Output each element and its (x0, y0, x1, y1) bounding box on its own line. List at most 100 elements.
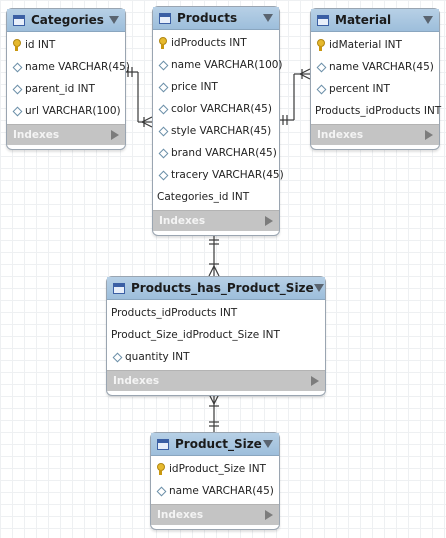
column-row[interactable]: idMaterial INT (311, 34, 439, 56)
column-diamond-icon (157, 125, 169, 137)
column-label: idProducts INT (171, 37, 247, 49)
column-label: style VARCHAR(45) (171, 125, 272, 137)
column-row[interactable]: Categories_id INT (153, 186, 279, 208)
column-label: idProduct_Size INT (169, 463, 266, 475)
column-label: name VARCHAR(100) (171, 59, 283, 71)
indexes-label: Indexes (159, 215, 206, 227)
column-label: name VARCHAR(45) (329, 61, 434, 73)
column-label: Product_Size_idProduct_Size INT (111, 329, 280, 341)
table-icon (13, 14, 25, 26)
table-header[interactable]: Material (311, 9, 439, 32)
collapse-arrow-icon[interactable] (109, 16, 119, 24)
indexes-label: Indexes (157, 509, 204, 521)
column-row[interactable]: tracery VARCHAR(45) (153, 164, 284, 186)
column-row[interactable]: name VARCHAR(45) (151, 480, 279, 502)
column-label: id INT (25, 39, 56, 51)
column-row[interactable]: parent_id INT (7, 78, 125, 100)
indexes-label: Indexes (13, 129, 60, 141)
table-products[interactable]: Products idProducts INT name VARCHAR(100)… (152, 6, 284, 236)
column-row[interactable]: style VARCHAR(45) (153, 120, 279, 142)
column-list: idProduct_Size INT name VARCHAR(45) (151, 456, 279, 504)
column-label: Products_idProducts INT (315, 105, 442, 117)
relationship-categories-products[interactable] (124, 67, 153, 128)
indexes-section[interactable]: Indexes (107, 370, 325, 391)
column-label: percent INT (329, 83, 390, 95)
collapse-arrow-icon[interactable] (423, 16, 433, 24)
relationship-productsize-junction[interactable] (208, 393, 220, 432)
column-row[interactable]: percent INT (311, 78, 439, 100)
column-label: parent_id INT (25, 83, 95, 95)
column-label: brand VARCHAR(45) (171, 147, 277, 159)
column-row[interactable]: name VARCHAR(45) (7, 56, 130, 78)
column-row[interactable]: price INT (153, 76, 279, 98)
primary-key-icon (155, 463, 167, 475)
primary-key-icon (157, 37, 169, 49)
column-row[interactable]: brand VARCHAR(45) (153, 142, 279, 164)
column-diamond-icon (157, 103, 169, 115)
column-row[interactable]: id INT (7, 34, 125, 56)
column-label: price INT (171, 81, 218, 93)
column-row[interactable]: name VARCHAR(45) (311, 56, 439, 78)
column-row[interactable]: Products_idProducts INT (107, 302, 325, 324)
column-diamond-icon (315, 83, 327, 95)
column-row[interactable]: idProducts INT (153, 32, 279, 54)
column-diamond-icon (157, 169, 169, 181)
table-icon (159, 12, 171, 24)
column-list: idProducts INT name VARCHAR(100) price INT… (153, 30, 284, 210)
collapse-arrow-icon[interactable] (263, 14, 273, 22)
table-header[interactable]: Categories (7, 9, 125, 32)
relationship-products-material[interactable] (278, 68, 311, 125)
collapse-arrow-icon[interactable] (313, 284, 324, 292)
column-label: color VARCHAR(45) (171, 103, 272, 115)
column-label: tracery VARCHAR(45) (171, 169, 284, 181)
column-list: idMaterial INT name VARCHAR(45) percent IN… (311, 32, 442, 124)
column-list: id INT name VARCHAR(45) parent_id INT url V… (7, 32, 130, 124)
column-diamond-icon (157, 81, 169, 93)
column-label: idMaterial INT (329, 39, 402, 51)
relationship-products-junction[interactable] (208, 234, 220, 277)
indexes-section[interactable]: Indexes (7, 124, 125, 145)
expand-arrow-icon[interactable] (425, 130, 433, 140)
column-label: name VARCHAR(45) (25, 61, 130, 73)
indexes-section[interactable]: Indexes (311, 124, 439, 145)
indexes-label: Indexes (317, 129, 364, 141)
column-row[interactable]: url VARCHAR(100) (7, 100, 125, 122)
table-header[interactable]: Products_has_Product_Size (107, 277, 325, 300)
column-diamond-icon (315, 61, 327, 73)
column-diamond-icon (157, 59, 169, 71)
indexes-section[interactable]: Indexes (151, 504, 279, 525)
table-title: Categories (31, 13, 104, 27)
primary-key-icon (11, 39, 23, 51)
indexes-section[interactable]: Indexes (153, 210, 279, 231)
table-icon (113, 282, 125, 294)
column-label: Products_idProducts INT (111, 307, 238, 319)
expand-arrow-icon[interactable] (265, 510, 273, 520)
table-icon (317, 14, 329, 26)
indexes-label: Indexes (113, 375, 160, 387)
table-header[interactable]: Product_Size (151, 433, 279, 456)
table-product-size[interactable]: Product_Size idProduct_Size INT name VARC… (150, 432, 280, 530)
table-categories[interactable]: Categories id INT name VARCHAR(45) parent_… (6, 8, 130, 150)
column-row[interactable]: name VARCHAR(100) (153, 54, 283, 76)
column-row[interactable]: idProduct_Size INT (151, 458, 279, 480)
column-diamond-icon (111, 351, 123, 363)
column-row[interactable]: quantity INT (107, 346, 325, 368)
column-diamond-icon (157, 147, 169, 159)
expand-arrow-icon[interactable] (265, 216, 273, 226)
column-label: url VARCHAR(100) (25, 105, 121, 117)
expand-arrow-icon[interactable] (311, 376, 319, 386)
column-row[interactable]: color VARCHAR(45) (153, 98, 279, 120)
primary-key-icon (315, 39, 327, 51)
column-row[interactable]: Product_Size_idProduct_Size INT (107, 324, 325, 346)
table-title: Material (335, 13, 392, 27)
table-material[interactable]: Material idMaterial INT name VARCHAR(45) p… (310, 8, 442, 150)
column-diamond-icon (155, 485, 167, 497)
table-header[interactable]: Products (153, 7, 279, 30)
table-title: Products (177, 11, 238, 25)
expand-arrow-icon[interactable] (111, 130, 119, 140)
column-diamond-icon (11, 61, 23, 73)
collapse-arrow-icon[interactable] (263, 440, 273, 448)
table-products-has-product-size[interactable]: Products_has_Product_Size Products_idPro… (106, 276, 326, 396)
column-row[interactable]: Products_idProducts INT (311, 100, 442, 122)
